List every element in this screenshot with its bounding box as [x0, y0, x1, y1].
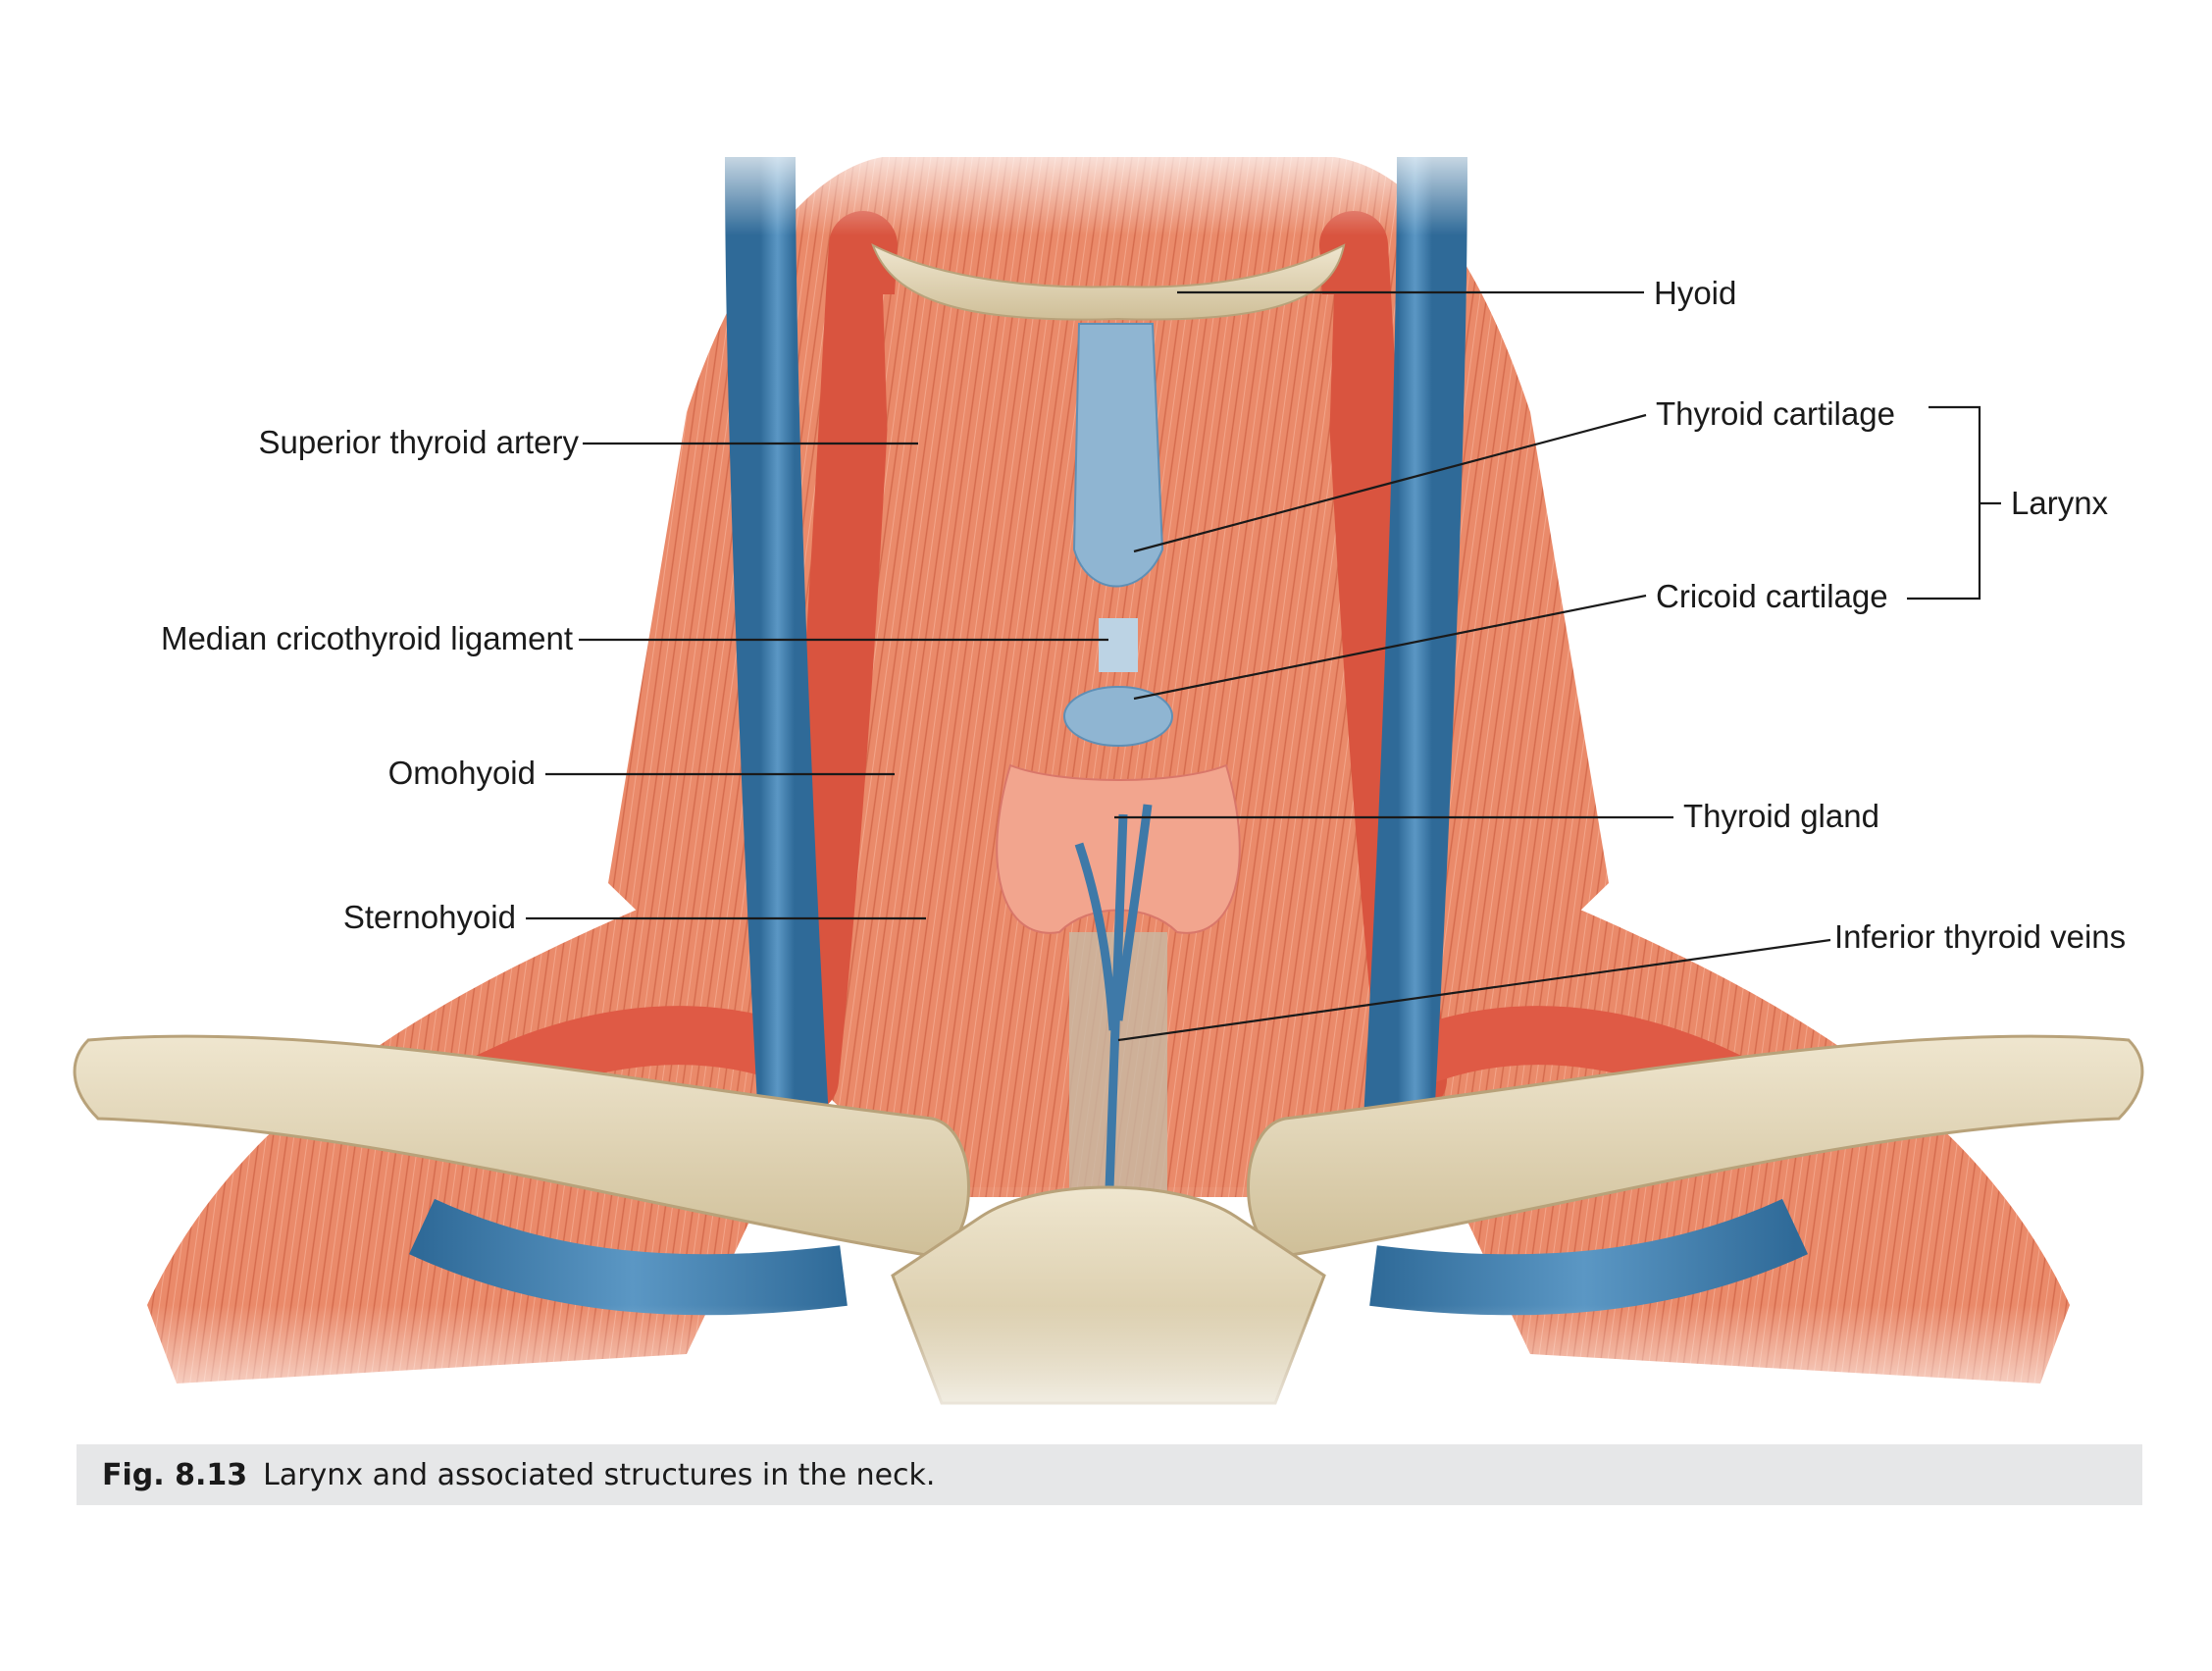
figure-caption-text: Larynx and associated structures in the … [263, 1457, 936, 1492]
leader-cricoid-cartilage [1133, 594, 1647, 701]
anatomy-art [0, 128, 2212, 1442]
figure-number: Fig. 8.13 [102, 1457, 248, 1492]
hyoid-bone [871, 242, 1346, 321]
jugular-right [1363, 156, 1467, 1140]
label-sternohyoid: Sternohyoid [343, 899, 516, 935]
brachiocephalic-vein-right [1369, 1198, 1808, 1316]
label-hyoid: Hyoid [1654, 275, 1736, 311]
brachiocephalic-vein-left [409, 1198, 848, 1316]
leader-thyroid-cartilage [1133, 413, 1647, 553]
label-thyroid-gland: Thyroid gland [1683, 798, 1879, 834]
label-thyroid-cartilage: Thyroid cartilage [1656, 395, 1895, 432]
larynx-bracket [1907, 405, 2001, 601]
leader-inferior-thyroid-veins [1117, 938, 1831, 1042]
jugular-left [725, 156, 830, 1140]
label-inferior-thyroid-veins: Inferior thyroid veins [1834, 918, 2126, 955]
label-larynx: Larynx [2011, 485, 2109, 521]
label-layer: Hyoid Thyroid cartilage Cricoid cartilag… [161, 275, 2126, 1042]
label-omohyoid: Omohyoid [388, 755, 536, 791]
label-cricoid-cartilage: Cricoid cartilage [1656, 578, 1888, 614]
cricothyroid-ligament-art [1099, 618, 1138, 672]
figure-caption: Fig. 8.13 Larynx and associated structur… [77, 1444, 2142, 1505]
thyroid-cartilage-art [1072, 323, 1164, 588]
carotid-left [770, 211, 898, 1114]
inferior-thyroid-veins-art [1074, 804, 1153, 1218]
label-median-cricothyroid-ligament: Median cricothyroid ligament [161, 620, 573, 656]
cricoid-art [1063, 686, 1173, 747]
label-superior-thyroid-artery: Superior thyroid artery [259, 424, 580, 460]
